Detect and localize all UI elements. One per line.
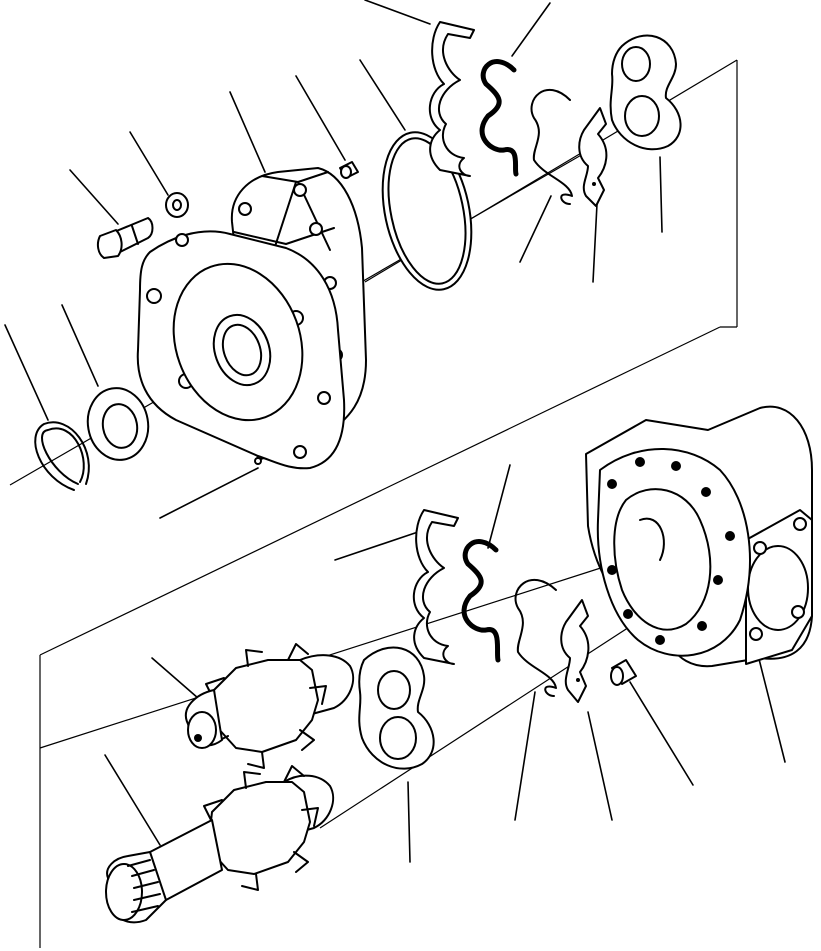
- pump-body: [585, 405, 813, 668]
- set-screw: [339, 161, 359, 179]
- oil-seal: [86, 387, 150, 461]
- seal-clip-bottom: [514, 578, 557, 697]
- driven-gear-shaft: [185, 643, 355, 769]
- washer: [165, 192, 189, 218]
- flange-bolt: [96, 217, 154, 259]
- front-cover-housing: [136, 167, 367, 470]
- thrust-plate-top: [609, 34, 682, 151]
- gasket-backup-bottom: [412, 509, 459, 665]
- snap-ring: [34, 421, 90, 491]
- wear-plate-top: [578, 107, 608, 207]
- o-ring: [381, 131, 473, 291]
- seal-ring-bottom: [461, 539, 501, 663]
- thrust-plate-bottom: [358, 646, 435, 770]
- dowel-pin: [610, 659, 637, 686]
- seal-clip-top: [530, 88, 573, 205]
- seal-ring-top: [479, 59, 519, 177]
- gasket-backup-top: [428, 21, 475, 177]
- wear-plate-bottom: [560, 599, 590, 703]
- leader-lines: [4, 0, 786, 863]
- drive-gear-shaft: [105, 765, 335, 924]
